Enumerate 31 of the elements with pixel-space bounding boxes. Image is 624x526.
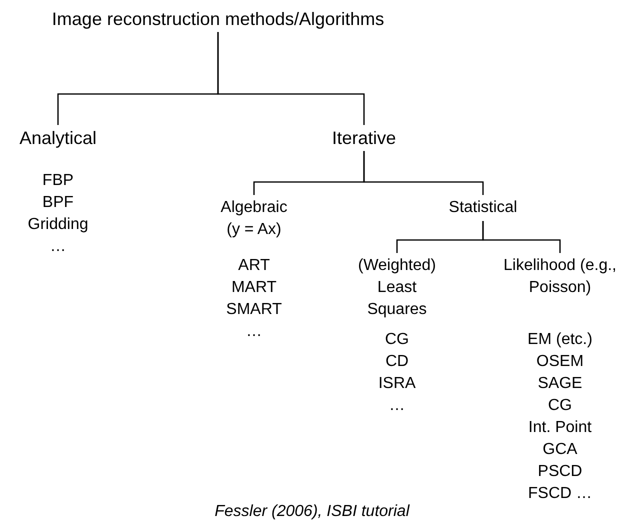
method-label: EM (etc.) <box>528 330 592 350</box>
method-label: Int. Point <box>528 418 592 438</box>
category-label: Iterative <box>332 127 396 149</box>
method-label: Gridding <box>28 215 88 235</box>
method-label: … <box>389 396 405 416</box>
category-label: Algebraic (y = Ax) <box>220 198 288 240</box>
tree-connector <box>217 32 365 125</box>
method-label: ISRA <box>378 374 416 394</box>
method-label: CG <box>385 330 409 350</box>
category-label: Statistical <box>448 198 518 218</box>
method-label: OSEM <box>536 352 584 372</box>
method-label: PSCD <box>538 462 582 482</box>
caption: Fessler (2006), ISBI tutorial <box>214 502 411 522</box>
method-label: CG <box>548 396 572 416</box>
category-label: Analytical <box>19 127 97 149</box>
method-label: MART <box>231 278 277 298</box>
method-label: SMART <box>226 300 282 320</box>
method-label: SAGE <box>538 374 582 394</box>
method-label: CD <box>385 352 409 372</box>
method-label: ART <box>238 256 270 276</box>
category-label: (Weighted) Least Squares <box>357 256 437 320</box>
method-label: GCA <box>542 440 578 460</box>
method-label: FSCD … <box>528 484 592 504</box>
method-label: BPF <box>42 193 74 213</box>
tree-connector <box>363 151 484 195</box>
category-label: Likelihood (e.g., Poisson) <box>502 256 618 298</box>
tree-connector <box>482 221 561 253</box>
method-label: … <box>246 322 262 342</box>
category-label: Image reconstruction methods/Algorithms <box>52 8 384 30</box>
method-label: … <box>50 237 66 257</box>
method-label: FBP <box>42 171 74 191</box>
